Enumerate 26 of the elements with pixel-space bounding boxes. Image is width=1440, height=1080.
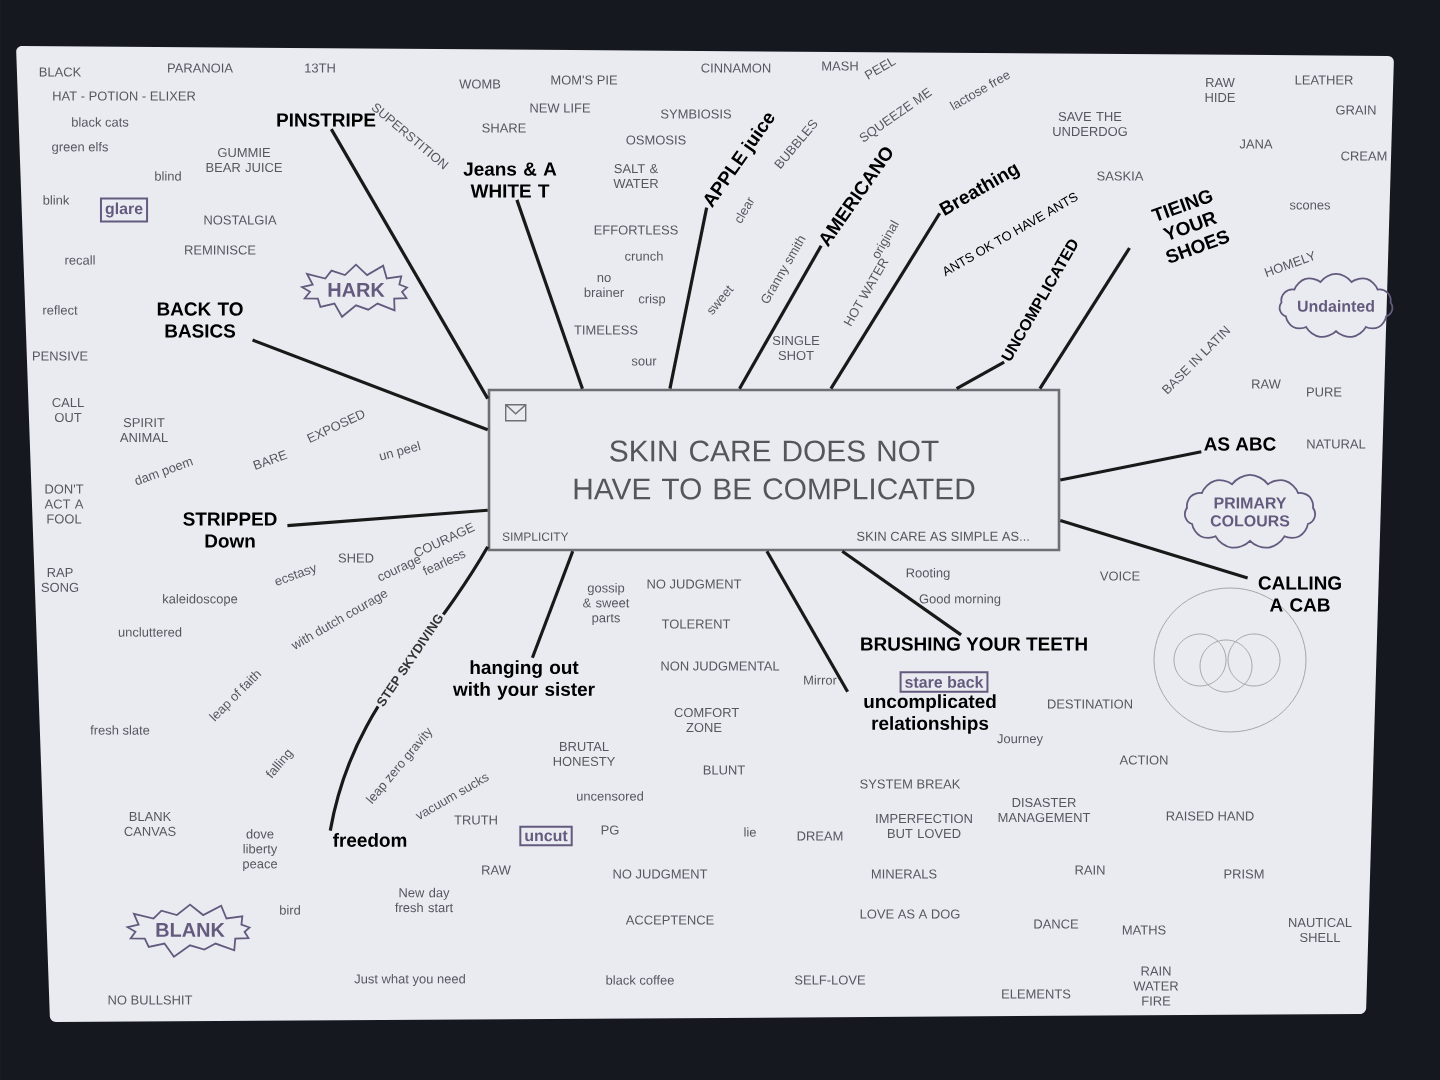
- branch-word: STRIPPED Down: [183, 512, 277, 548]
- branch-line: [1059, 518, 1249, 580]
- branch-word: Jeans & A WHITE T: [463, 162, 557, 198]
- branch-line: [530, 550, 575, 659]
- branch-line: [738, 244, 823, 390]
- branch-word: PINSTRIPE: [277, 113, 376, 127]
- branch-line: [765, 550, 849, 693]
- branch-word: BRUSHING YOUR TEETH: [861, 637, 1087, 651]
- branch-line: [668, 207, 709, 389]
- starburst-word: BLANK: [125, 903, 252, 958]
- branch-line: [252, 338, 489, 432]
- branch-line: [829, 212, 942, 390]
- branch-line: [1060, 450, 1202, 482]
- branch-word: BACK TO BASICS: [157, 302, 243, 338]
- branch-word: uncomplicated relationships: [864, 694, 996, 734]
- branch-word: AS ABC: [1204, 437, 1276, 451]
- branch-line: [841, 549, 962, 637]
- branch-line: [287, 508, 488, 528]
- branch-line: [515, 199, 584, 390]
- branch-line: [955, 360, 1005, 391]
- starburst-word: HARK: [299, 263, 409, 319]
- branch-word: CALLING A CAB: [1258, 576, 1341, 612]
- branch-word: freedom: [333, 833, 407, 847]
- branch-line: [329, 128, 490, 400]
- branch-word: hanging out with your sister: [452, 660, 595, 700]
- branch-line: [1038, 247, 1131, 390]
